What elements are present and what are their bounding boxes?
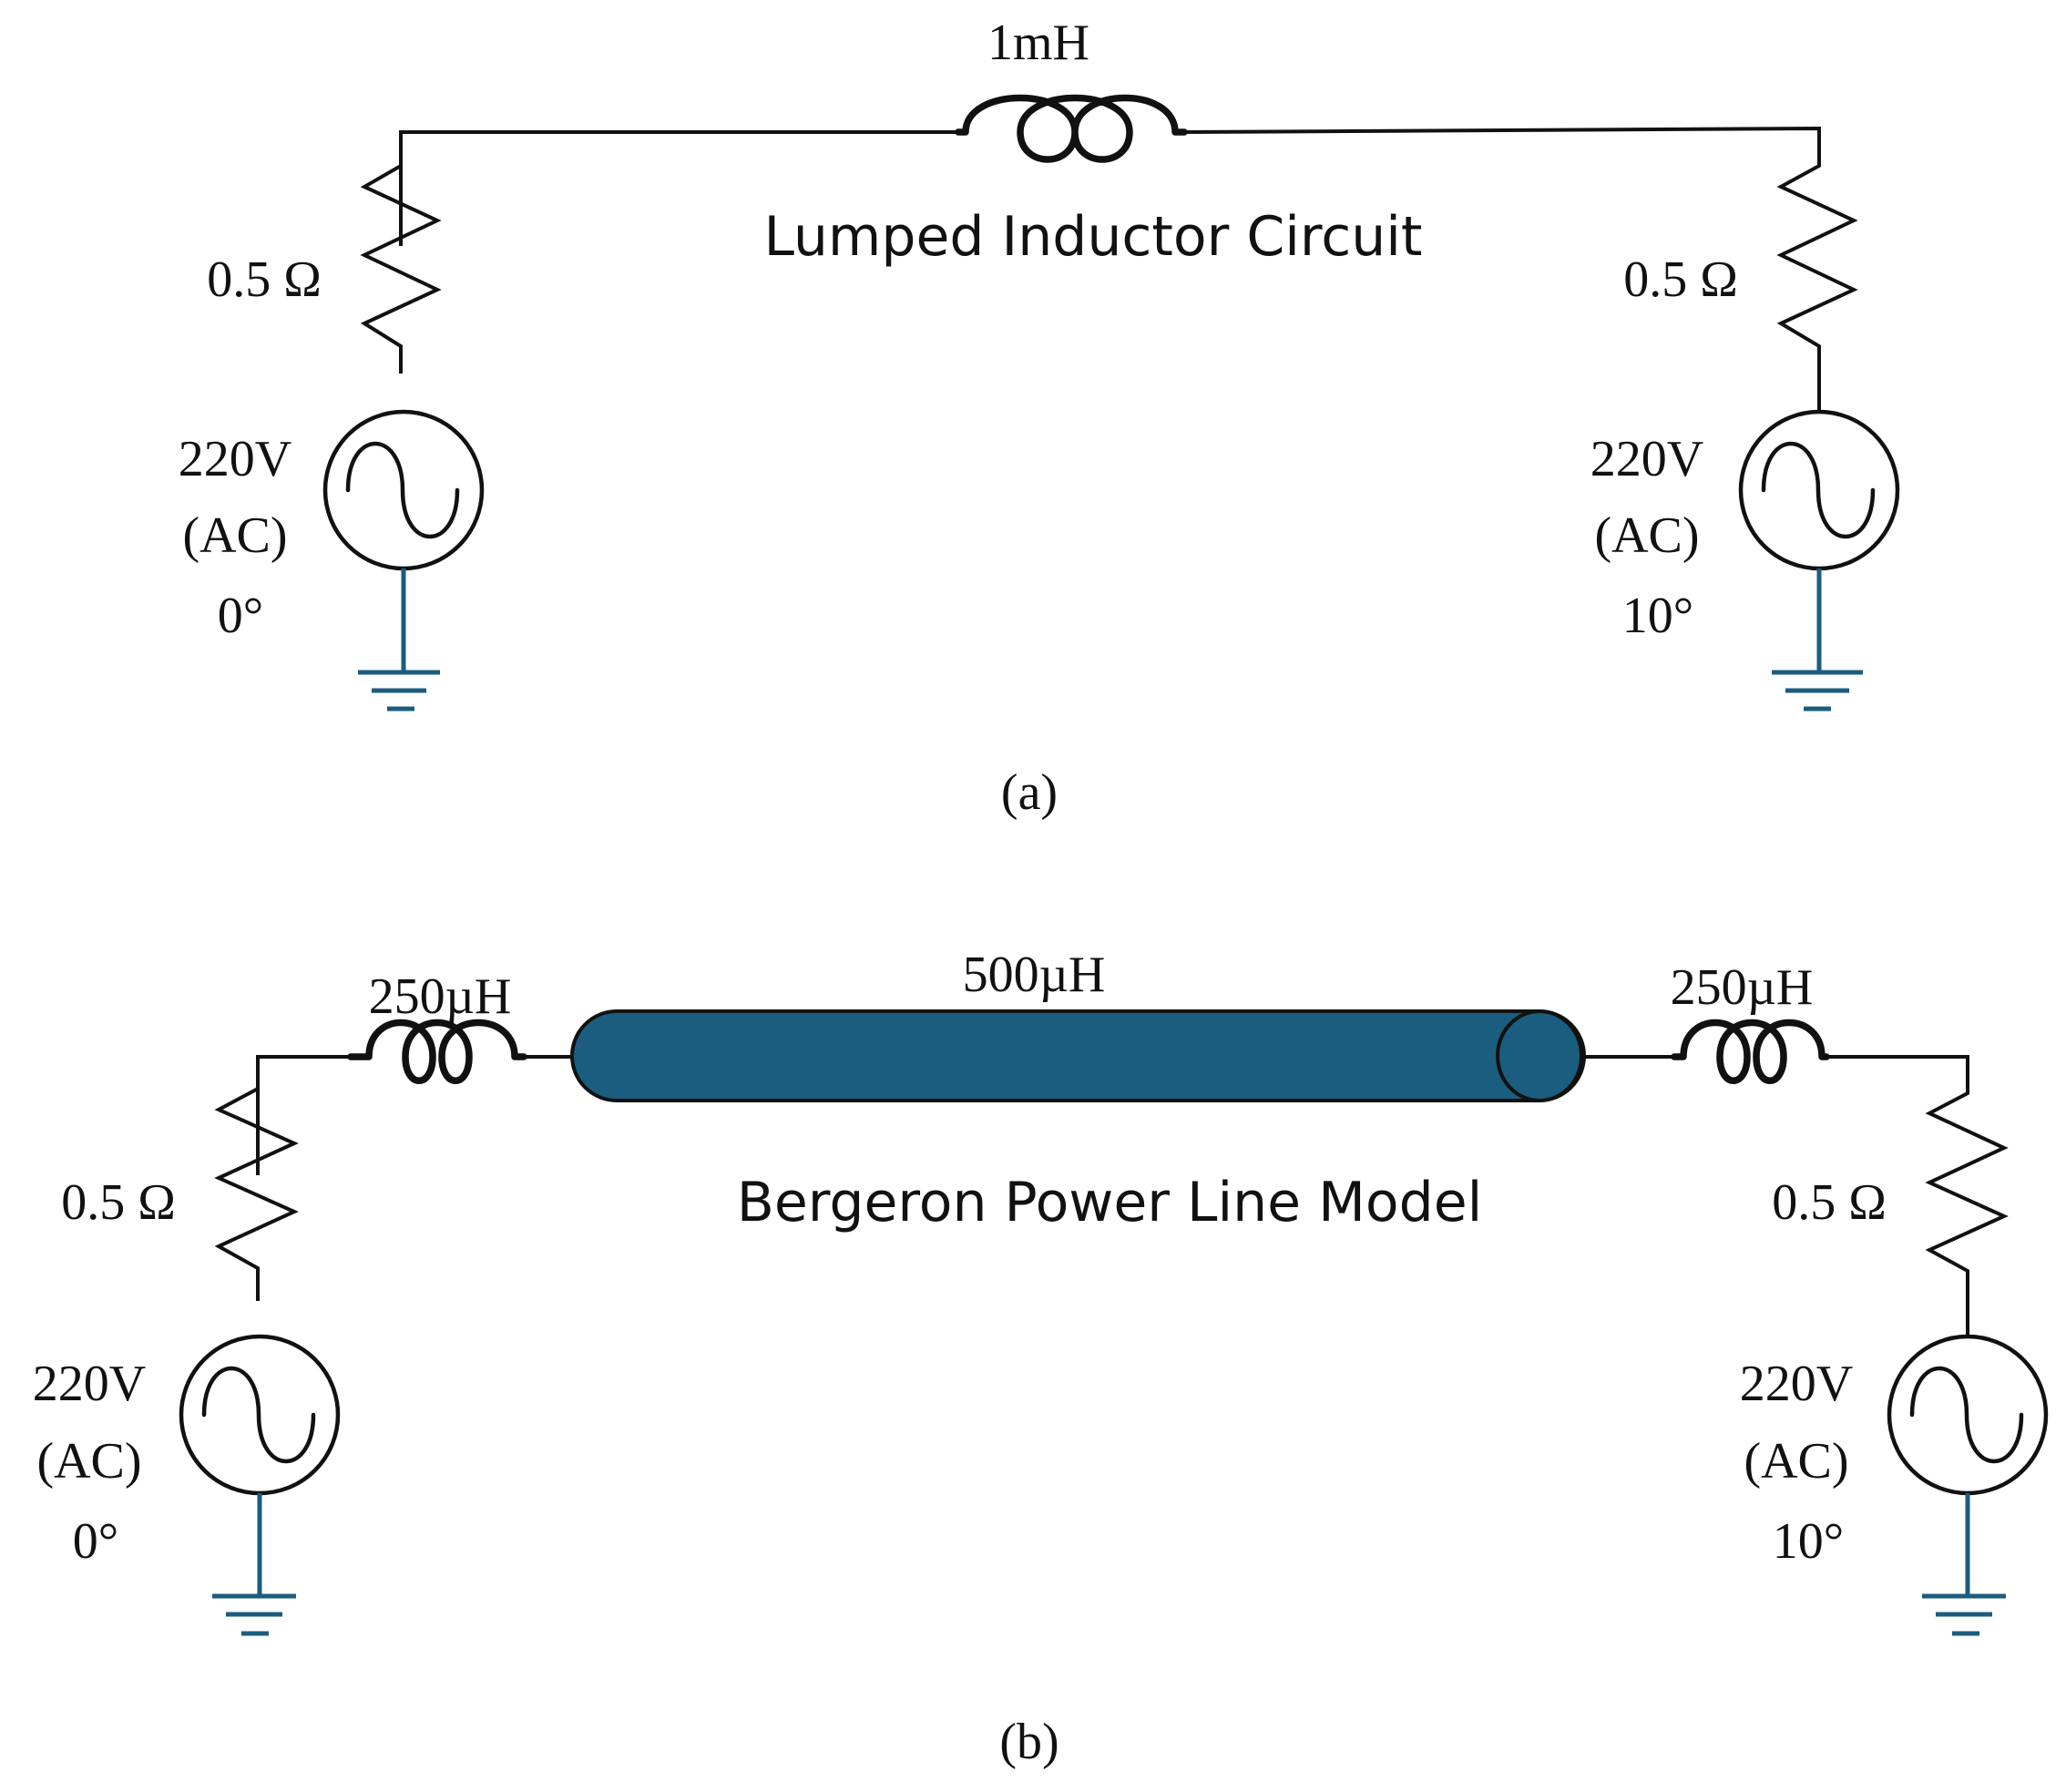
- panel-b-left-wire: [256, 1055, 351, 1175]
- panel-b-left-ground-icon: [212, 1493, 296, 1636]
- panel-b-left-inductor-label: 250µH: [369, 968, 512, 1025]
- panel-a-inductor-label: 1mH: [987, 15, 1089, 71]
- panel-b-line-label: 500µH: [963, 947, 1106, 1003]
- panel-b-power-line-body: [570, 1009, 1586, 1102]
- panel-b-left-resistor: [214, 1057, 299, 1301]
- panel-b-right-resistor-label: 0.5 Ω: [1772, 1174, 1887, 1231]
- panel-a-right-ground-icon: [1772, 568, 1863, 712]
- panel-a-caption: (a): [1001, 764, 1058, 821]
- panel-b: 250µH 500µH 250µH Bergeron Power Line Mo…: [33, 947, 2049, 1770]
- panel-b-left-resistor-label: 0.5 Ω: [61, 1174, 176, 1231]
- panel-b-right-type-label: (AC): [1744, 1433, 1848, 1490]
- panel-b-right-wire: [1826, 1055, 1969, 1084]
- panel-a-left-resistor: [360, 132, 442, 374]
- panel-a-left-phase-label: 0°: [218, 588, 263, 644]
- panel-a-left-ground-icon: [358, 568, 440, 712]
- panel-b-left-phase-label: 0°: [73, 1513, 118, 1570]
- panel-b-power-line-end-cap: [1496, 1009, 1583, 1102]
- panel-a: 1mH Lumped Inductor Circuit 0.5 Ω 0.5 Ω …: [179, 15, 1900, 821]
- panel-b-left-type-label: (AC): [36, 1433, 141, 1490]
- panel-a-right-voltage-label: 220V: [1590, 431, 1703, 487]
- panel-b-right-inductor-label: 250µH: [1671, 959, 1814, 1016]
- panel-a-left-type-label: (AC): [182, 507, 287, 564]
- panel-a-title: Lumped Inductor Circuit: [764, 205, 1423, 269]
- panel-b-right-resistor: [1925, 1084, 2009, 1335]
- panel-a-right-resistor: [1776, 146, 1858, 410]
- panel-a-left-voltage-label: 220V: [179, 431, 291, 487]
- panel-a-top-wire-right: [1183, 126, 1821, 146]
- panel-b-left-voltage-label: 220V: [33, 1356, 146, 1412]
- panel-b-caption: (b): [999, 1714, 1059, 1770]
- panel-b-title: Bergeron Power Line Model: [737, 1171, 1483, 1234]
- panel-a-right-sine-icon: [1761, 441, 1876, 539]
- panel-a-left-resistor-label: 0.5 Ω: [207, 251, 322, 308]
- panel-b-left-sine-icon: [201, 1366, 316, 1464]
- panel-b-right-sine-icon: [1909, 1366, 2024, 1464]
- panel-b-right-phase-label: 10°: [1773, 1513, 1844, 1570]
- panel-b-left-inductor: [347, 1019, 527, 1084]
- panel-a-right-resistor-label: 0.5 Ω: [1623, 251, 1738, 308]
- panel-a-inductor: [955, 94, 1188, 163]
- panel-a-left-sine-icon: [345, 441, 460, 539]
- panel-b-right-inductor: [1671, 1019, 1830, 1084]
- panel-b-right-ground-icon: [1922, 1493, 2006, 1636]
- panel-a-right-type-label: (AC): [1594, 507, 1699, 564]
- panel-a-right-phase-label: 10°: [1622, 588, 1693, 644]
- panel-b-right-voltage-label: 220V: [1740, 1356, 1853, 1412]
